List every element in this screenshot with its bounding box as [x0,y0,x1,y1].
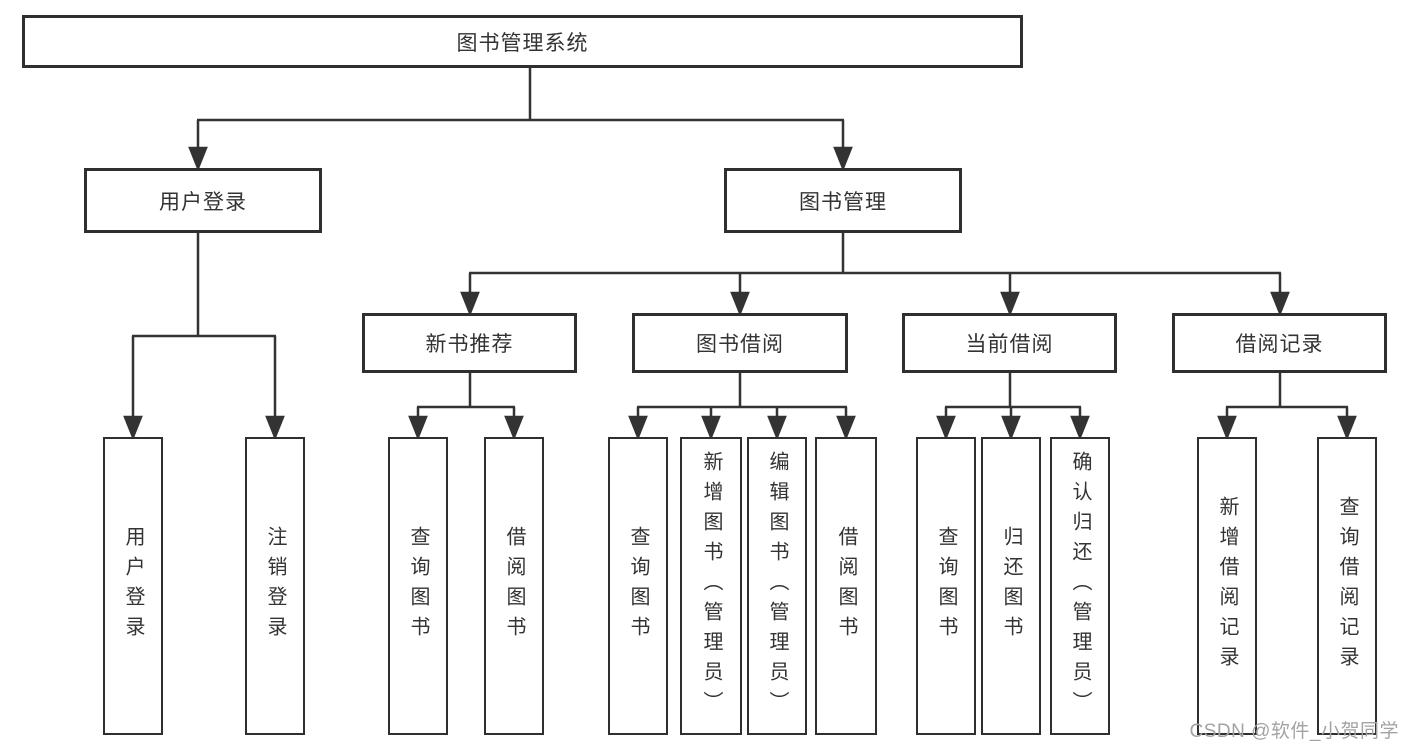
leaf-record-add: 新增借阅记录 [1197,437,1257,735]
leaf-record-query: 查询借阅记录 [1317,437,1377,735]
arrowhead [1337,415,1357,441]
node-user-login: 用户登录 [84,168,322,233]
leaf-borrow-edit-admin: 编辑图书（管理员） [747,437,807,735]
arrowhead [460,291,480,317]
leaf-label: 借阅图书 [503,526,525,646]
arrowhead [408,415,428,441]
leaf-label: 新增借阅记录 [1216,496,1238,676]
arrowhead [1000,291,1020,317]
csdn-watermark: CSDN @软件_小贺同学 [1189,721,1399,742]
arrowhead [628,415,648,441]
node-borrow-record-label: 借阅记录 [1235,333,1324,356]
arrowhead [836,415,856,441]
arrowhead [1001,415,1021,441]
leaf-logout: 注销登录 [245,437,305,735]
arrowhead [1217,415,1237,441]
leaf-newbook-borrow: 借阅图书 [484,437,544,735]
node-book-management-label: 图书管理 [799,190,887,214]
leaf-label: 归还图书 [1000,526,1022,646]
arrowhead [701,415,721,441]
arrowhead [1070,415,1090,441]
node-root: 图书管理系统 [22,15,1023,68]
node-book-borrow-label: 图书借阅 [696,333,784,356]
leaf-current-query: 查询图书 [916,437,976,735]
leaf-label: 查询图书 [627,526,649,646]
leaf-current-confirm-admin: 确认归还（管理员） [1050,437,1110,735]
leaf-label: 用户登录 [122,526,144,646]
arrowhead [188,146,208,172]
node-new-book-recommend: 新书推荐 [362,313,577,373]
arrowhead [1270,291,1290,317]
arrowhead [730,291,750,317]
arrowhead [833,146,853,172]
arrowhead [767,415,787,441]
arrowhead [123,415,143,441]
node-book-borrow: 图书借阅 [632,313,848,373]
leaf-label: 新增图书（管理员） [700,451,722,721]
leaf-newbook-query: 查询图书 [388,437,448,735]
leaf-borrow-query: 查询图书 [608,437,668,735]
node-current-borrow-label: 当前借阅 [965,333,1054,356]
node-book-management: 图书管理 [724,168,962,233]
arrowhead [936,415,956,441]
node-root-label: 图书管理系统 [456,31,589,55]
leaf-label: 查询图书 [935,526,957,646]
leaf-borrow-book: 借阅图书 [815,437,877,735]
leaf-label: 编辑图书（管理员） [766,451,788,721]
leaf-borrow-add-admin: 新增图书（管理员） [680,437,742,735]
leaf-label: 确认归还（管理员） [1069,451,1091,721]
leaf-label: 查询借阅记录 [1336,496,1358,676]
arrowhead [265,415,285,441]
arrowhead [504,415,524,441]
node-current-borrow: 当前借阅 [902,313,1117,373]
node-user-login-label: 用户登录 [159,190,247,214]
leaf-label: 注销登录 [264,526,286,646]
node-borrow-record: 借阅记录 [1172,313,1387,373]
leaf-user-login: 用户登录 [103,437,163,735]
leaf-label: 查询图书 [407,526,429,646]
leaf-label: 借阅图书 [835,526,857,646]
leaf-current-return: 归还图书 [981,437,1041,735]
node-new-book-recommend-label: 新书推荐 [425,333,514,356]
